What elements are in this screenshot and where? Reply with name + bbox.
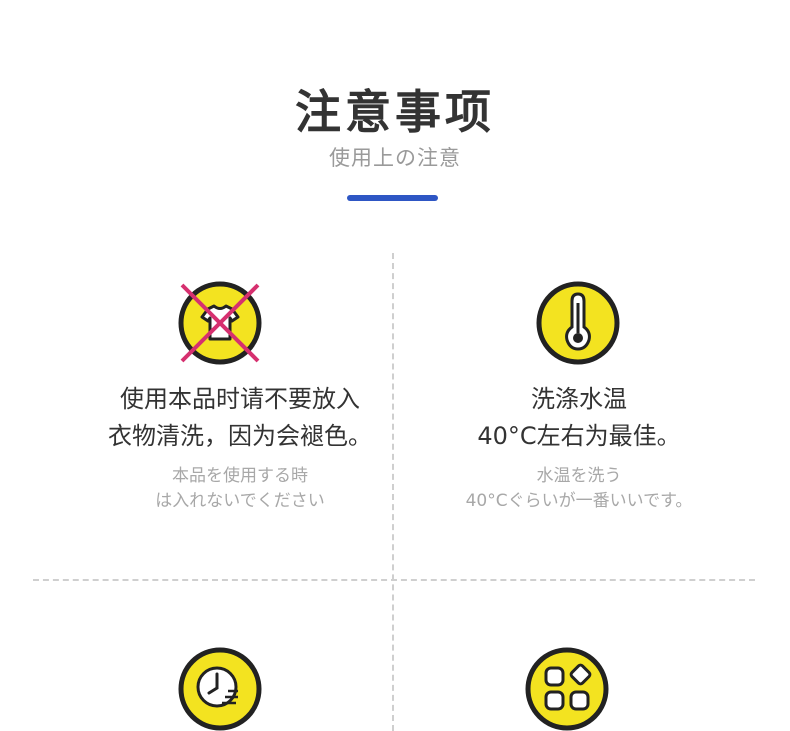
page-title: 注意事项	[295, 85, 495, 139]
item-2-sub-text: 水温を洗う 40°Cぐらいが一番いいです。	[400, 464, 758, 514]
title-underline	[347, 195, 438, 201]
page-subtitle: 使用上の注意	[329, 146, 461, 170]
thermometer-icon	[536, 281, 620, 365]
vertical-divider	[392, 253, 394, 731]
item-2-main-text: 洗涤水温 40°C左右为最佳。	[400, 381, 758, 455]
no-tshirt-icon	[178, 281, 262, 365]
item-2-main-line-2: 40°C左右为最佳。	[477, 422, 681, 450]
item-1-main-line-2: 衣物清洗，因为会褪色。	[108, 422, 372, 450]
item-1-sub-line-2: は入れないでください	[155, 491, 325, 511]
item-2-sub-line-2: 40°Cぐらいが一番いいです。	[465, 491, 693, 511]
horizontal-divider	[33, 579, 755, 581]
shapes-grid-icon	[525, 647, 609, 731]
clock-icon	[178, 647, 262, 731]
item-1-main-line-1: 使用本品时请不要放入	[120, 385, 360, 413]
item-2-main-line-1: 洗涤水温	[531, 385, 627, 413]
item-1-main-text: 使用本品时请不要放入 衣物清洗，因为会褪色。	[20, 381, 460, 455]
item-1-sub-text: 本品を使用する時 は入れないでください	[20, 464, 460, 514]
item-1-sub-line-1: 本品を使用する時	[172, 466, 308, 486]
item-2-sub-line-1: 水温を洗う	[536, 466, 622, 486]
